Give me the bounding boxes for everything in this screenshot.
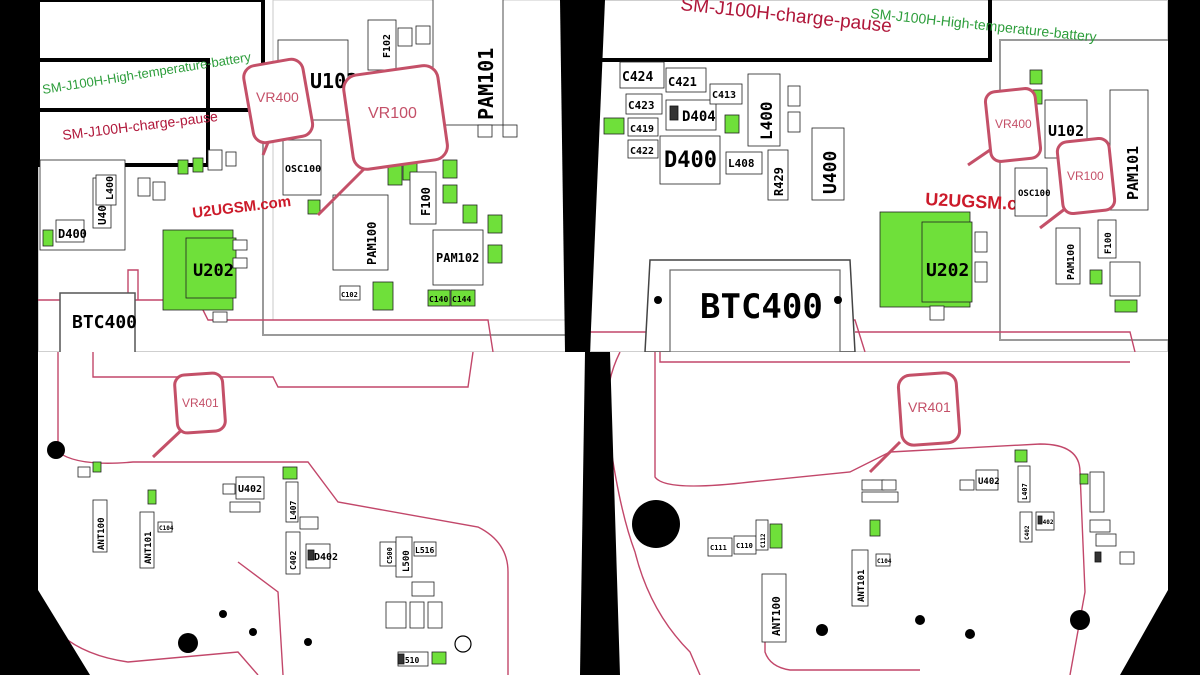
u402-right-area: U402 L407 C402 D402 <box>861 449 1055 543</box>
c419-label: C419 <box>630 124 654 135</box>
panel-bottom-right: C111 C110 C112 ANT100 ANT101 C104 <box>590 352 1168 675</box>
c140-left-label: C140 <box>429 295 448 304</box>
d402-left-area: C402 D402 <box>285 531 338 575</box>
pam101-area: PAM101 <box>432 0 518 138</box>
r429-label: R429 <box>772 167 786 196</box>
pam100-right-label: PAM100 <box>1066 244 1077 280</box>
c111-right-label: C111 <box>710 544 727 552</box>
u202-right-label: U202 <box>926 260 969 281</box>
u202-right-chip: U202 <box>879 211 988 321</box>
u102-right-label: U102 <box>1048 122 1084 140</box>
c422-label: C422 <box>630 146 654 157</box>
ant101-right-label: ANT101 <box>857 569 867 602</box>
u402-left-label: U402 <box>238 484 262 495</box>
callout-vr401-left: VR401 <box>151 371 227 459</box>
c402-right-label: C402 <box>1024 525 1031 540</box>
d400-left-label: D400 <box>58 227 87 241</box>
d402-right-label: D402 <box>1039 519 1054 526</box>
c402-left-label: C402 <box>289 551 298 570</box>
pam101-right-label: PAM101 <box>1124 146 1142 200</box>
u202-left-chip: U202 <box>162 229 248 323</box>
d402-left-label: D402 <box>314 552 338 563</box>
btc400-left: BTC400 <box>59 292 137 352</box>
c104-right-label: C104 <box>877 558 892 565</box>
vr100-right-text: VR100 <box>1067 169 1104 183</box>
l400-left-label: L400 <box>105 176 116 200</box>
c110-right-label: C110 <box>736 542 753 550</box>
vr100-left-text: VR100 <box>368 105 417 122</box>
u202-left-label: U202 <box>193 261 234 281</box>
btc400-right: BTC400 <box>644 259 856 352</box>
small-parts-left <box>137 149 237 201</box>
callout-vr100-left: VR100 <box>316 64 449 217</box>
c110-right-area: C111 C110 C112 <box>707 519 783 557</box>
ant101-left: ANT101 C104 <box>139 489 174 569</box>
top-right-board: SM-J100H-High-temperature-battery SM-J10… <box>590 0 1168 352</box>
pam102-area: PAM102 C140 C144 C102 <box>339 214 503 311</box>
vr400-left-text: VR400 <box>256 89 299 105</box>
pam100-label: PAM100 <box>365 222 379 265</box>
f102-label: F102 <box>382 34 393 58</box>
u402-right-label: U402 <box>978 477 1000 487</box>
vr401-left-text: VR401 <box>182 396 219 410</box>
c112-right-label: C112 <box>760 533 767 548</box>
osc100-label: OSC100 <box>285 164 321 175</box>
l510-left-label: L510 <box>400 656 419 665</box>
bottom-right-board: C111 C110 C112 ANT100 ANT101 C104 <box>606 352 1135 675</box>
bottom-left-board: ANT100 ANT101 C104 U402 L407 <box>38 352 509 675</box>
d400-right-label: D400 <box>664 148 717 173</box>
d400-right-cluster: C424 C421 C423 C419 C422 D404 D400 C413 <box>603 61 845 201</box>
vr401-right-text: VR401 <box>908 399 951 415</box>
panel-top-right: SM-J100H-High-temperature-battery SM-J10… <box>590 0 1168 352</box>
top-left-board: SM-J100H-High-temperature-battery SM-J10… <box>38 0 590 352</box>
c424-label: C424 <box>622 70 653 85</box>
l408-label: L408 <box>728 157 755 170</box>
osc100-area: OSC100 <box>282 139 322 215</box>
l407-left-label: L407 <box>289 501 298 520</box>
ant100-left: ANT100 <box>77 461 108 553</box>
c102-left-label: C102 <box>341 291 358 299</box>
vr400-right-text: VR400 <box>995 117 1032 131</box>
callout-vr401-right: VR401 <box>868 371 962 474</box>
osc100-right-label: OSC100 <box>1018 189 1051 199</box>
ant101-left-label: ANT101 <box>144 531 154 564</box>
panel-bottom-left: ANT100 ANT101 C104 U402 L407 <box>38 352 590 675</box>
l500-left-area: C500 L500 L516 L510 <box>379 536 472 667</box>
c421-label: C421 <box>668 75 697 89</box>
cluster-d400-left: U400 D400 L400 <box>39 159 126 251</box>
panel-top-left: SM-J100H-High-temperature-battery SM-J10… <box>38 0 590 352</box>
c144-left-label: C144 <box>452 295 471 304</box>
u402-left-area: U402 L407 <box>222 466 319 530</box>
ant100-right: ANT100 <box>761 573 787 643</box>
ant100-right-label: ANT100 <box>770 596 783 636</box>
l500-left-label: L500 <box>402 550 412 572</box>
pam102-label: PAM102 <box>436 251 479 265</box>
c500-left-label: C500 <box>386 547 394 564</box>
c423-label: C423 <box>628 99 655 112</box>
f100-area: F100 <box>409 159 478 225</box>
l500-right-area <box>1079 471 1135 565</box>
d404-label: D404 <box>682 109 716 125</box>
f100-label: F100 <box>419 187 433 216</box>
ant101-right: ANT101 C104 <box>851 519 892 607</box>
c413-label: C413 <box>712 90 736 101</box>
l407-right-label: L407 <box>1021 483 1029 500</box>
u102-right-area: U102 PAM101 OSC100 PAM100 F100 <box>1014 69 1149 313</box>
l400-right-label: L400 <box>757 101 776 140</box>
pam101-label: PAM101 <box>474 48 498 120</box>
l516-left-label: L516 <box>415 546 434 555</box>
callout-vr400-right: VR400 <box>967 87 1043 167</box>
ant100-left-label: ANT100 <box>97 517 107 550</box>
c104-left-label: C104 <box>159 525 174 532</box>
btc400-right-label: BTC400 <box>700 287 823 327</box>
callout-vr100-right: VR100 <box>1039 136 1117 230</box>
callout-vr400-left: VR400 <box>242 57 315 156</box>
u400-right-label: U400 <box>820 151 841 194</box>
btc400-left-label: BTC400 <box>72 312 137 333</box>
f100-right-label: F100 <box>1104 232 1114 254</box>
